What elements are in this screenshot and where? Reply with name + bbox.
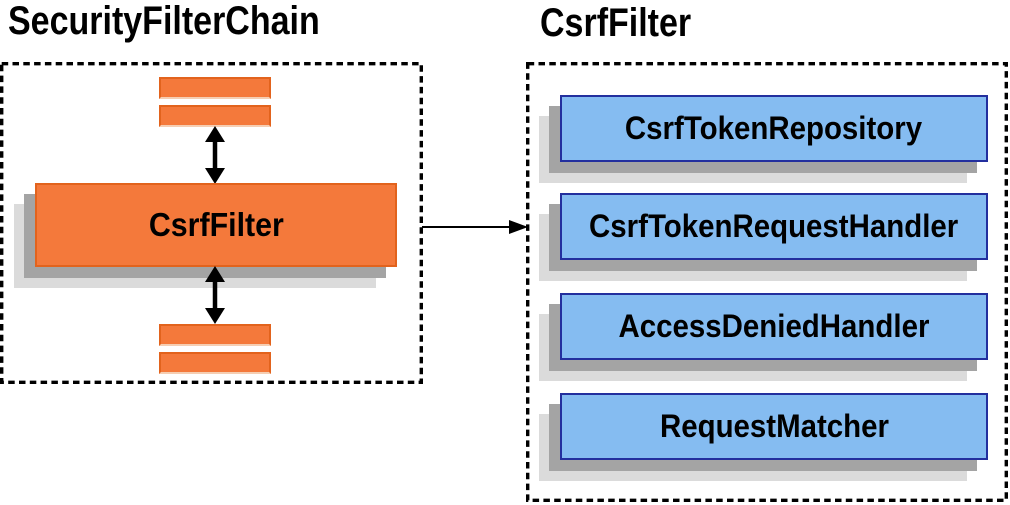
component-box-csrf-token-request-handler: CsrfTokenRequestHandler: [560, 193, 988, 260]
component-box-label: RequestMatcher: [659, 408, 889, 444]
component-box-label: AccessDeniedHandler: [618, 308, 930, 344]
flow-arrow-icon: [422, 220, 528, 234]
dashed-border: [526, 62, 1008, 502]
filter-bar: [159, 324, 271, 346]
component-box-label: CsrfTokenRequestHandler: [589, 208, 959, 244]
csrf-filter-box-label: CsrfFilter: [148, 206, 284, 243]
bidirectional-arrow-icon: [205, 126, 225, 184]
component-box-csrf-token-repository: CsrfTokenRepository: [560, 95, 988, 162]
filter-bar: [159, 105, 271, 127]
csrf-filter-title: CsrfFilter: [540, 3, 718, 43]
component-box-access-denied-handler: AccessDeniedHandler: [560, 293, 988, 360]
csrf-filter-box: CsrfFilter: [35, 183, 397, 267]
component-box-request-matcher: RequestMatcher: [560, 393, 988, 460]
bidirectional-arrow-icon: [205, 266, 225, 324]
component-box-label: CsrfTokenRepository: [625, 110, 923, 146]
security-filter-chain-title: SecurityFilterChain: [8, 1, 375, 41]
security-filter-chain-container: CsrfFilter: [0, 62, 423, 384]
security-filter-chain-title-text: SecurityFilterChain: [8, 0, 320, 43]
csrf-filter-title-text: CsrfFilter: [540, 1, 692, 45]
dashed-border: [0, 62, 423, 384]
filter-bar: [159, 352, 271, 374]
csrf-filter-container: CsrfTokenRepository CsrfTokenRequestHand…: [526, 62, 1008, 502]
filter-bar: [159, 77, 271, 99]
